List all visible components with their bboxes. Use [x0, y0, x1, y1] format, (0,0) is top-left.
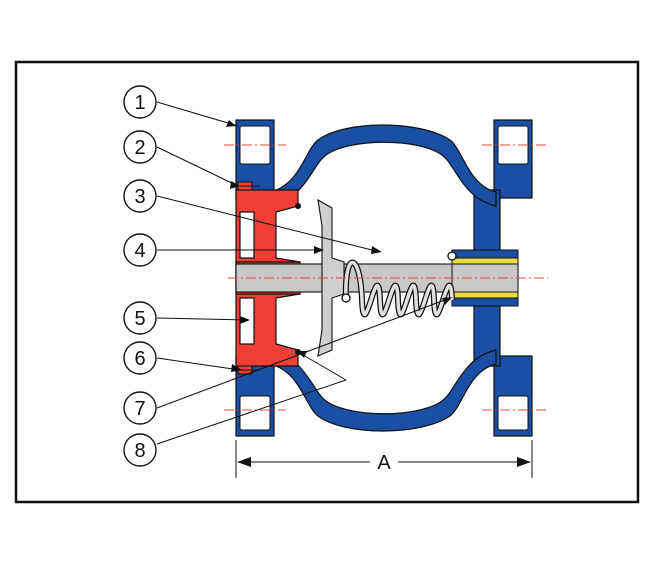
dimension-a	[235, 440, 533, 478]
dimension-arrow-left	[237, 457, 251, 467]
leader-arrowhead	[230, 181, 240, 189]
leader-arrowhead	[231, 364, 242, 372]
dimension-arrow-right	[517, 457, 531, 467]
leader-arrowhead	[371, 246, 382, 254]
callout-4: 4	[134, 240, 145, 262]
leader-arrowhead	[314, 246, 324, 254]
callout-3: 3	[134, 186, 145, 208]
callout-2: 2	[134, 137, 145, 159]
callout-bubbles	[123, 85, 157, 467]
leader-arrowhead	[297, 351, 307, 358]
spring	[341, 251, 457, 318]
callout-5: 5	[134, 308, 145, 330]
centerlines	[224, 144, 548, 411]
callout-8: 8	[134, 440, 145, 462]
callout-7: 7	[134, 398, 145, 420]
dimension-label: A	[377, 452, 391, 474]
flange-bolt-holes	[239, 125, 529, 431]
leader-arrowhead	[226, 120, 236, 127]
leader-arrowhead	[442, 297, 452, 305]
callout-1: 1	[134, 92, 145, 114]
seal-ring-top	[295, 203, 301, 209]
callout-6: 6	[134, 348, 145, 370]
leader-arrowhead	[240, 316, 250, 324]
